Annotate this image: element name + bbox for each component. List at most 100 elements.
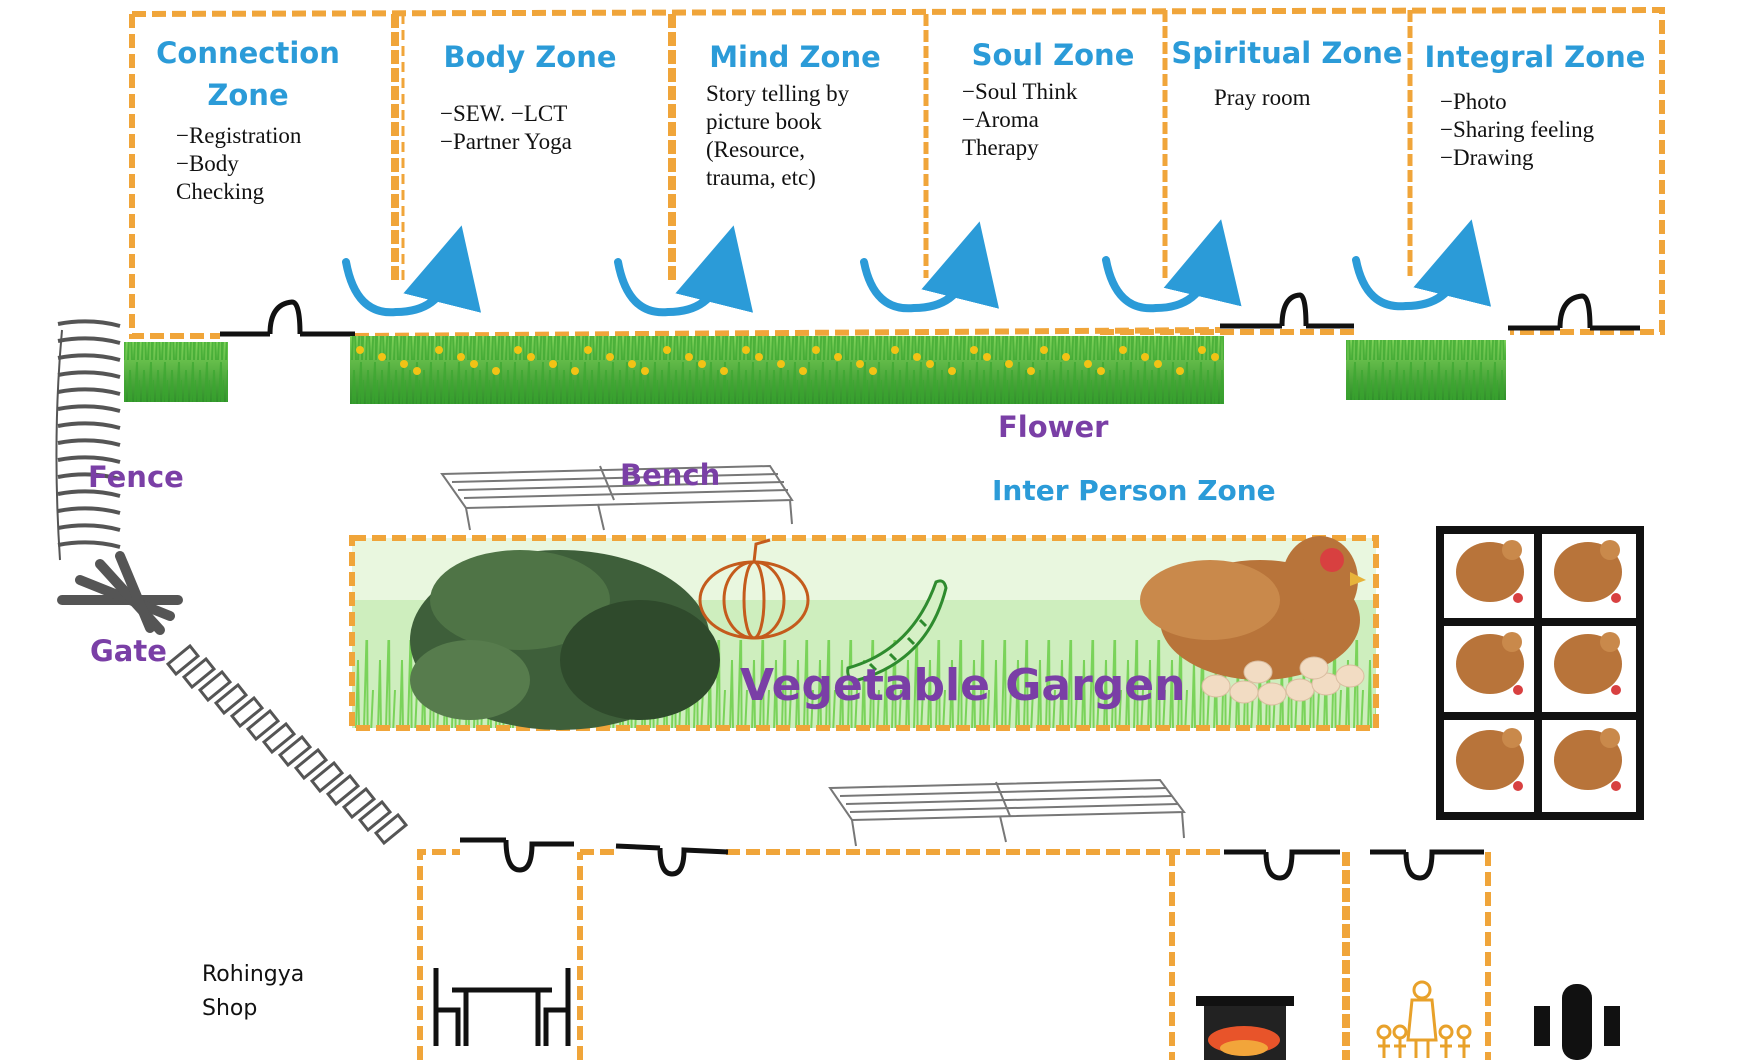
fence-slat	[213, 682, 249, 716]
flower-dot	[1027, 367, 1035, 375]
coop-hen	[1554, 632, 1622, 695]
cucumber-icon	[846, 579, 948, 682]
flower-dot	[492, 367, 500, 375]
zone-items-integral: −Photo −Sharing feeling −Drawing	[1440, 89, 1595, 171]
fence-slat	[373, 812, 409, 846]
flower-dot	[856, 360, 864, 368]
fence-slat	[181, 656, 217, 690]
fence-rail	[57, 404, 121, 413]
u-turn-arrow-icon	[860, 221, 1000, 313]
flower-dot	[1211, 353, 1219, 361]
fence-slat	[165, 643, 201, 677]
fence-slat	[325, 773, 361, 807]
coop-hen	[1456, 632, 1524, 695]
fence-rail	[57, 506, 121, 515]
zone-items-body: −SEW. −LCT −Partner Yoga	[440, 101, 572, 155]
coop-hen	[1456, 540, 1524, 603]
flower-dot	[834, 353, 842, 361]
u-turn-arrows	[342, 219, 1492, 317]
table-chairs-icon	[433, 968, 571, 1046]
fence-rail	[57, 353, 121, 362]
flower-dot	[799, 367, 807, 375]
fence-rail	[57, 472, 121, 481]
fence-slat	[309, 760, 345, 794]
gate-icon	[57, 551, 183, 635]
zone-title-connection: Connection Zone	[156, 36, 340, 113]
fence-slat	[357, 799, 393, 833]
flower-dot	[1062, 353, 1070, 361]
cooking-pot-icon	[1196, 996, 1294, 1060]
flower-strips	[124, 336, 1506, 404]
flower-dot	[413, 367, 421, 375]
flower-dot	[514, 346, 522, 354]
bottom-doors	[460, 837, 1484, 881]
hen-icon	[1140, 536, 1366, 706]
fence-icon	[55, 319, 121, 561]
flower-dot	[1040, 346, 1048, 354]
zone-items-spiritual: Pray room	[1214, 85, 1311, 110]
flower-dot	[378, 353, 386, 361]
zone-title-body: Body Zone	[443, 40, 617, 74]
fence-rail	[57, 336, 121, 345]
fence-slat	[197, 669, 233, 703]
zone-items-connection: −Registration −Body Checking	[176, 123, 302, 205]
flower-dot	[777, 360, 785, 368]
person-icon	[1534, 984, 1620, 1060]
top-doors	[220, 292, 1640, 337]
fence-slat	[245, 708, 281, 742]
flower-dot	[435, 346, 443, 354]
flower-dot	[628, 360, 636, 368]
flower-dot	[1084, 360, 1092, 368]
bottom-zone-borders	[417, 849, 1491, 1060]
u-turn-arrow-icon	[614, 225, 754, 317]
flower-dot	[1097, 367, 1105, 375]
leafy-greens-icon	[410, 550, 720, 730]
flower-label: Flower	[998, 410, 1109, 444]
bench-icon	[440, 464, 794, 531]
pumpkin-icon	[698, 538, 810, 640]
coop-hen	[1554, 540, 1622, 603]
lower-fence-icon	[165, 643, 409, 846]
fence-rail	[57, 387, 121, 396]
flower-dot	[527, 353, 535, 361]
flower-dot	[698, 360, 706, 368]
flower-dot	[641, 367, 649, 375]
flower-dot	[571, 367, 579, 375]
vegetable-garden	[349, 535, 1379, 731]
flower-dot	[742, 346, 750, 354]
fence-rail	[57, 438, 121, 447]
fence-rail	[57, 540, 121, 549]
fence-rail	[57, 370, 121, 379]
flower-dot	[812, 346, 820, 354]
flower-dot	[948, 367, 956, 375]
u-turn-arrow-icon	[1102, 219, 1242, 313]
flower-dot	[1198, 346, 1206, 354]
fence-slat	[341, 786, 377, 820]
top-zone-borders	[129, 6, 1665, 339]
fence-label: Fence	[88, 460, 184, 494]
zone-items-mind: Story telling by picture book (Resource,…	[706, 81, 850, 191]
u-turn-arrow-icon	[1352, 219, 1492, 311]
coop-hen	[1554, 728, 1622, 791]
u-turn-arrow-icon	[342, 225, 482, 317]
flower-dot	[1141, 353, 1149, 361]
children-icon	[1376, 980, 1472, 1058]
flower-dot	[584, 346, 592, 354]
shop-label: Rohingya Shop	[202, 962, 305, 1022]
flower-dot	[400, 360, 408, 368]
fence-slat	[261, 721, 297, 755]
flower-dot	[755, 353, 763, 361]
flower-dot	[1119, 346, 1127, 354]
zone-items-soul: −Soul Think −Aroma Therapy	[962, 79, 1078, 161]
zone-title-soul: Soul Zone	[971, 38, 1135, 72]
vegetable-garden-label: Vegetable Gargen	[740, 660, 1186, 711]
fence-slat	[277, 734, 313, 768]
flower-dot	[549, 360, 557, 368]
zone-title-integral: Integral Zone	[1424, 40, 1646, 74]
bench-label: Bench	[620, 458, 721, 492]
zone-title-spiritual: Spiritual Zone	[1171, 36, 1403, 70]
flower-dot	[1005, 360, 1013, 368]
chicken-coop-icon	[1436, 526, 1644, 820]
flower-dot	[869, 367, 877, 375]
